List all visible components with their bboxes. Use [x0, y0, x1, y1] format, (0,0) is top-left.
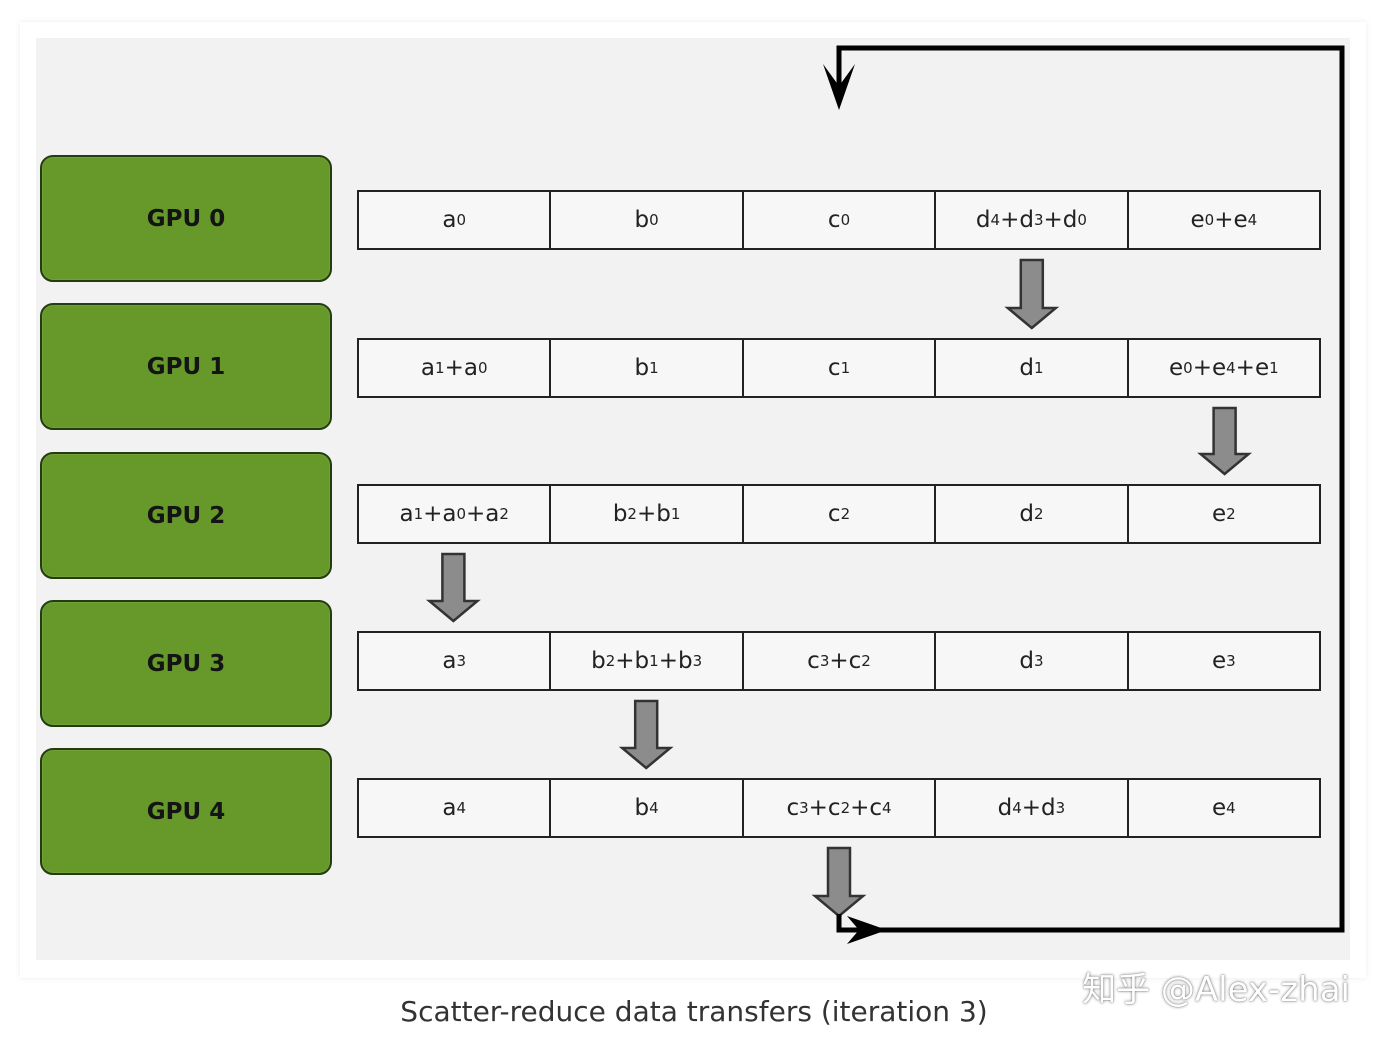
transfer-arrow-1 [1197, 406, 1253, 476]
transfer-arrow-3 [618, 699, 674, 770]
chunk-term: +d [1000, 207, 1034, 233]
gpu-1-box: GPU 1 [40, 303, 332, 430]
chunk-term: c [827, 501, 841, 527]
chunk-term: b [612, 501, 628, 527]
chunk-term: e [1190, 207, 1205, 233]
chunk-term: c [786, 795, 800, 821]
chunk-term: b [591, 648, 606, 674]
gpu-2-label: GPU 2 [146, 502, 226, 529]
chunk-term: +b [615, 648, 650, 674]
ring-loop-line [836, 45, 1345, 933]
gpu-2-box: GPU 2 [40, 452, 332, 579]
gpu-4-box: GPU 4 [40, 748, 332, 875]
chunk-term: +d [1043, 207, 1078, 233]
chunk-term: a [442, 648, 457, 674]
chunk-term: +a [423, 501, 457, 527]
chunk-term: d [1019, 501, 1034, 527]
transfer-arrow-4 [811, 846, 867, 918]
gpu-1-label: GPU 1 [146, 353, 226, 380]
chunk-term: a [442, 207, 457, 233]
chunk-term: +c [808, 795, 841, 821]
chunk-term: +e [1235, 355, 1270, 381]
chunk-term: +a [444, 355, 478, 381]
chunk-term: c [827, 355, 841, 381]
chunk-term: +c [829, 648, 862, 674]
chunk-term: d [975, 207, 991, 233]
gpu-3-label: GPU 3 [146, 650, 226, 677]
chunk-term: d [1019, 355, 1034, 381]
chunk-term: a [442, 795, 457, 821]
chunk-term: e [1169, 355, 1184, 381]
gpu-0-box: GPU 0 [40, 155, 332, 282]
loop-arrowhead-right [847, 916, 887, 944]
transfer-arrow-2 [425, 552, 481, 623]
chunk-term: e [1211, 795, 1227, 821]
chunk-term: a [420, 355, 436, 381]
gpu-0-label: GPU 0 [146, 205, 226, 232]
watermark: 知乎 @Alex-zhai [1082, 970, 1350, 1010]
chunk-term: b [634, 207, 650, 233]
chunk-term: e [1211, 501, 1227, 527]
chunk-term: +b [658, 648, 693, 674]
chunk-term: d [1019, 648, 1034, 674]
chunk-term: +a [466, 501, 500, 527]
chunk-term: +e [1214, 207, 1248, 233]
loop-arrowhead-down [823, 64, 855, 110]
chunk-term: e [1211, 648, 1227, 674]
chunk-term: +c [850, 795, 883, 821]
chunk-term: +e [1192, 355, 1227, 381]
gpu-4-label: GPU 4 [146, 798, 226, 825]
chunk-term: d [997, 795, 1013, 821]
chunk-term: b [634, 795, 650, 821]
chunk-term: +d [1021, 795, 1056, 821]
figure-caption: Scatter-reduce data transfers (iteration… [400, 995, 988, 1028]
chunk-term: +b [636, 501, 671, 527]
gpu-3-box: GPU 3 [40, 600, 332, 727]
chunk-term: b [634, 355, 650, 381]
chunk-term: c [827, 207, 841, 233]
transfer-arrow-0 [1004, 258, 1060, 330]
chunk-term: c [807, 648, 820, 674]
chunk-term: a [399, 501, 414, 527]
